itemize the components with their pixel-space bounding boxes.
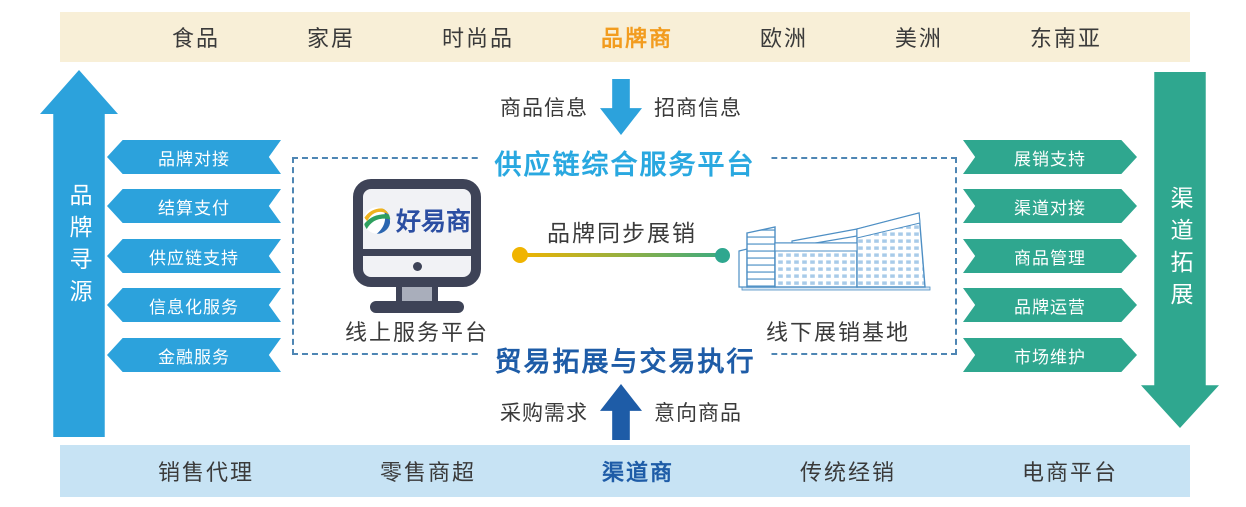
platform-top-title: 供应链综合服务平台 bbox=[478, 143, 772, 182]
yellow-endpoint-dot bbox=[512, 247, 528, 263]
channel-expansion-down-arrow-icon: 渠道拓展 bbox=[1141, 72, 1219, 428]
top-bar-item-food: 食品 bbox=[172, 26, 221, 51]
product-info-label: 商品信息 bbox=[500, 97, 588, 120]
investment-info-label: 招商信息 bbox=[654, 97, 742, 120]
right-service-banner: 渠道对接 bbox=[963, 189, 1137, 223]
monitor-stand-neck bbox=[396, 286, 438, 301]
brand-sourcing-up-arrow-icon: 品牌寻源 bbox=[40, 70, 118, 437]
left-arrow-label: 品牌寻源 bbox=[66, 182, 92, 311]
right-service-banner: 市场维护 bbox=[963, 338, 1137, 372]
top-category-bar: 食品 家居 时尚品 品牌商 欧洲 美洲 东南亚 bbox=[60, 12, 1190, 62]
brand-sync-label: 品牌同步展销 bbox=[547, 220, 697, 246]
bottom-bar-item-traditional-distribution: 传统经销 bbox=[799, 460, 896, 485]
right-arrow-label: 渠道拓展 bbox=[1167, 186, 1193, 314]
green-endpoint-dot bbox=[715, 248, 730, 263]
haoyishang-logo-icon bbox=[363, 206, 391, 234]
top-info-flow: 商品信息 招商信息 bbox=[500, 79, 742, 135]
monitor-bezel-strip bbox=[363, 249, 471, 256]
up-arrow-icon bbox=[600, 384, 642, 440]
top-bar-item-america: 美洲 bbox=[894, 26, 943, 51]
monitor-screen: 好易商 bbox=[353, 179, 481, 287]
bottom-bar-item-sales-agent: 销售代理 bbox=[158, 460, 255, 485]
platform-bottom-title: 贸易拓展与交易执行 bbox=[478, 340, 772, 379]
online-platform-caption: 线上服务平台 bbox=[344, 320, 490, 345]
top-bar-item-fashion: 时尚品 bbox=[441, 26, 514, 51]
top-bar-item-europe: 欧洲 bbox=[759, 26, 808, 51]
purchase-demand-label: 采购需求 bbox=[500, 402, 588, 425]
left-service-banner: 供应链支持 bbox=[107, 239, 281, 273]
right-service-banner: 品牌运营 bbox=[963, 288, 1137, 322]
top-bar-item-brand-merchant: 品牌商 bbox=[600, 26, 673, 51]
left-service-banner: 金融服务 bbox=[107, 338, 281, 372]
left-service-banner: 结算支付 bbox=[107, 189, 281, 223]
bottom-bar-item-ecommerce: 电商平台 bbox=[1021, 460, 1118, 485]
bottom-bar-item-retail: 零售商超 bbox=[379, 460, 476, 485]
exhibition-building-illustration bbox=[738, 212, 931, 291]
monitor-stand-base bbox=[370, 301, 464, 313]
top-bar-item-home: 家居 bbox=[306, 26, 355, 51]
intended-goods-label: 意向商品 bbox=[654, 402, 742, 425]
sync-connector-line bbox=[521, 253, 722, 257]
monitor-button-dot bbox=[413, 262, 422, 271]
bottom-channel-bar: 销售代理 零售商超 渠道商 传统经销 电商平台 bbox=[60, 445, 1190, 497]
bottom-bar-item-channel-merchant: 渠道商 bbox=[601, 460, 674, 485]
left-service-banner: 信息化服务 bbox=[107, 288, 281, 322]
monitor-icon: 好易商 bbox=[353, 179, 481, 313]
haoyishang-logo-text: 好易商 bbox=[395, 209, 471, 236]
right-service-banner: 展销支持 bbox=[963, 140, 1137, 174]
top-bar-item-southeast-asia: 东南亚 bbox=[1029, 26, 1102, 51]
haoyishang-logo: 好易商 bbox=[363, 202, 471, 238]
down-arrow-icon bbox=[600, 79, 642, 135]
right-service-banner: 商品管理 bbox=[963, 239, 1137, 273]
offline-base-caption: 线下展销基地 bbox=[765, 320, 911, 345]
left-service-banner: 品牌对接 bbox=[107, 140, 281, 174]
bottom-info-flow: 采购需求 意向商品 bbox=[500, 384, 742, 440]
